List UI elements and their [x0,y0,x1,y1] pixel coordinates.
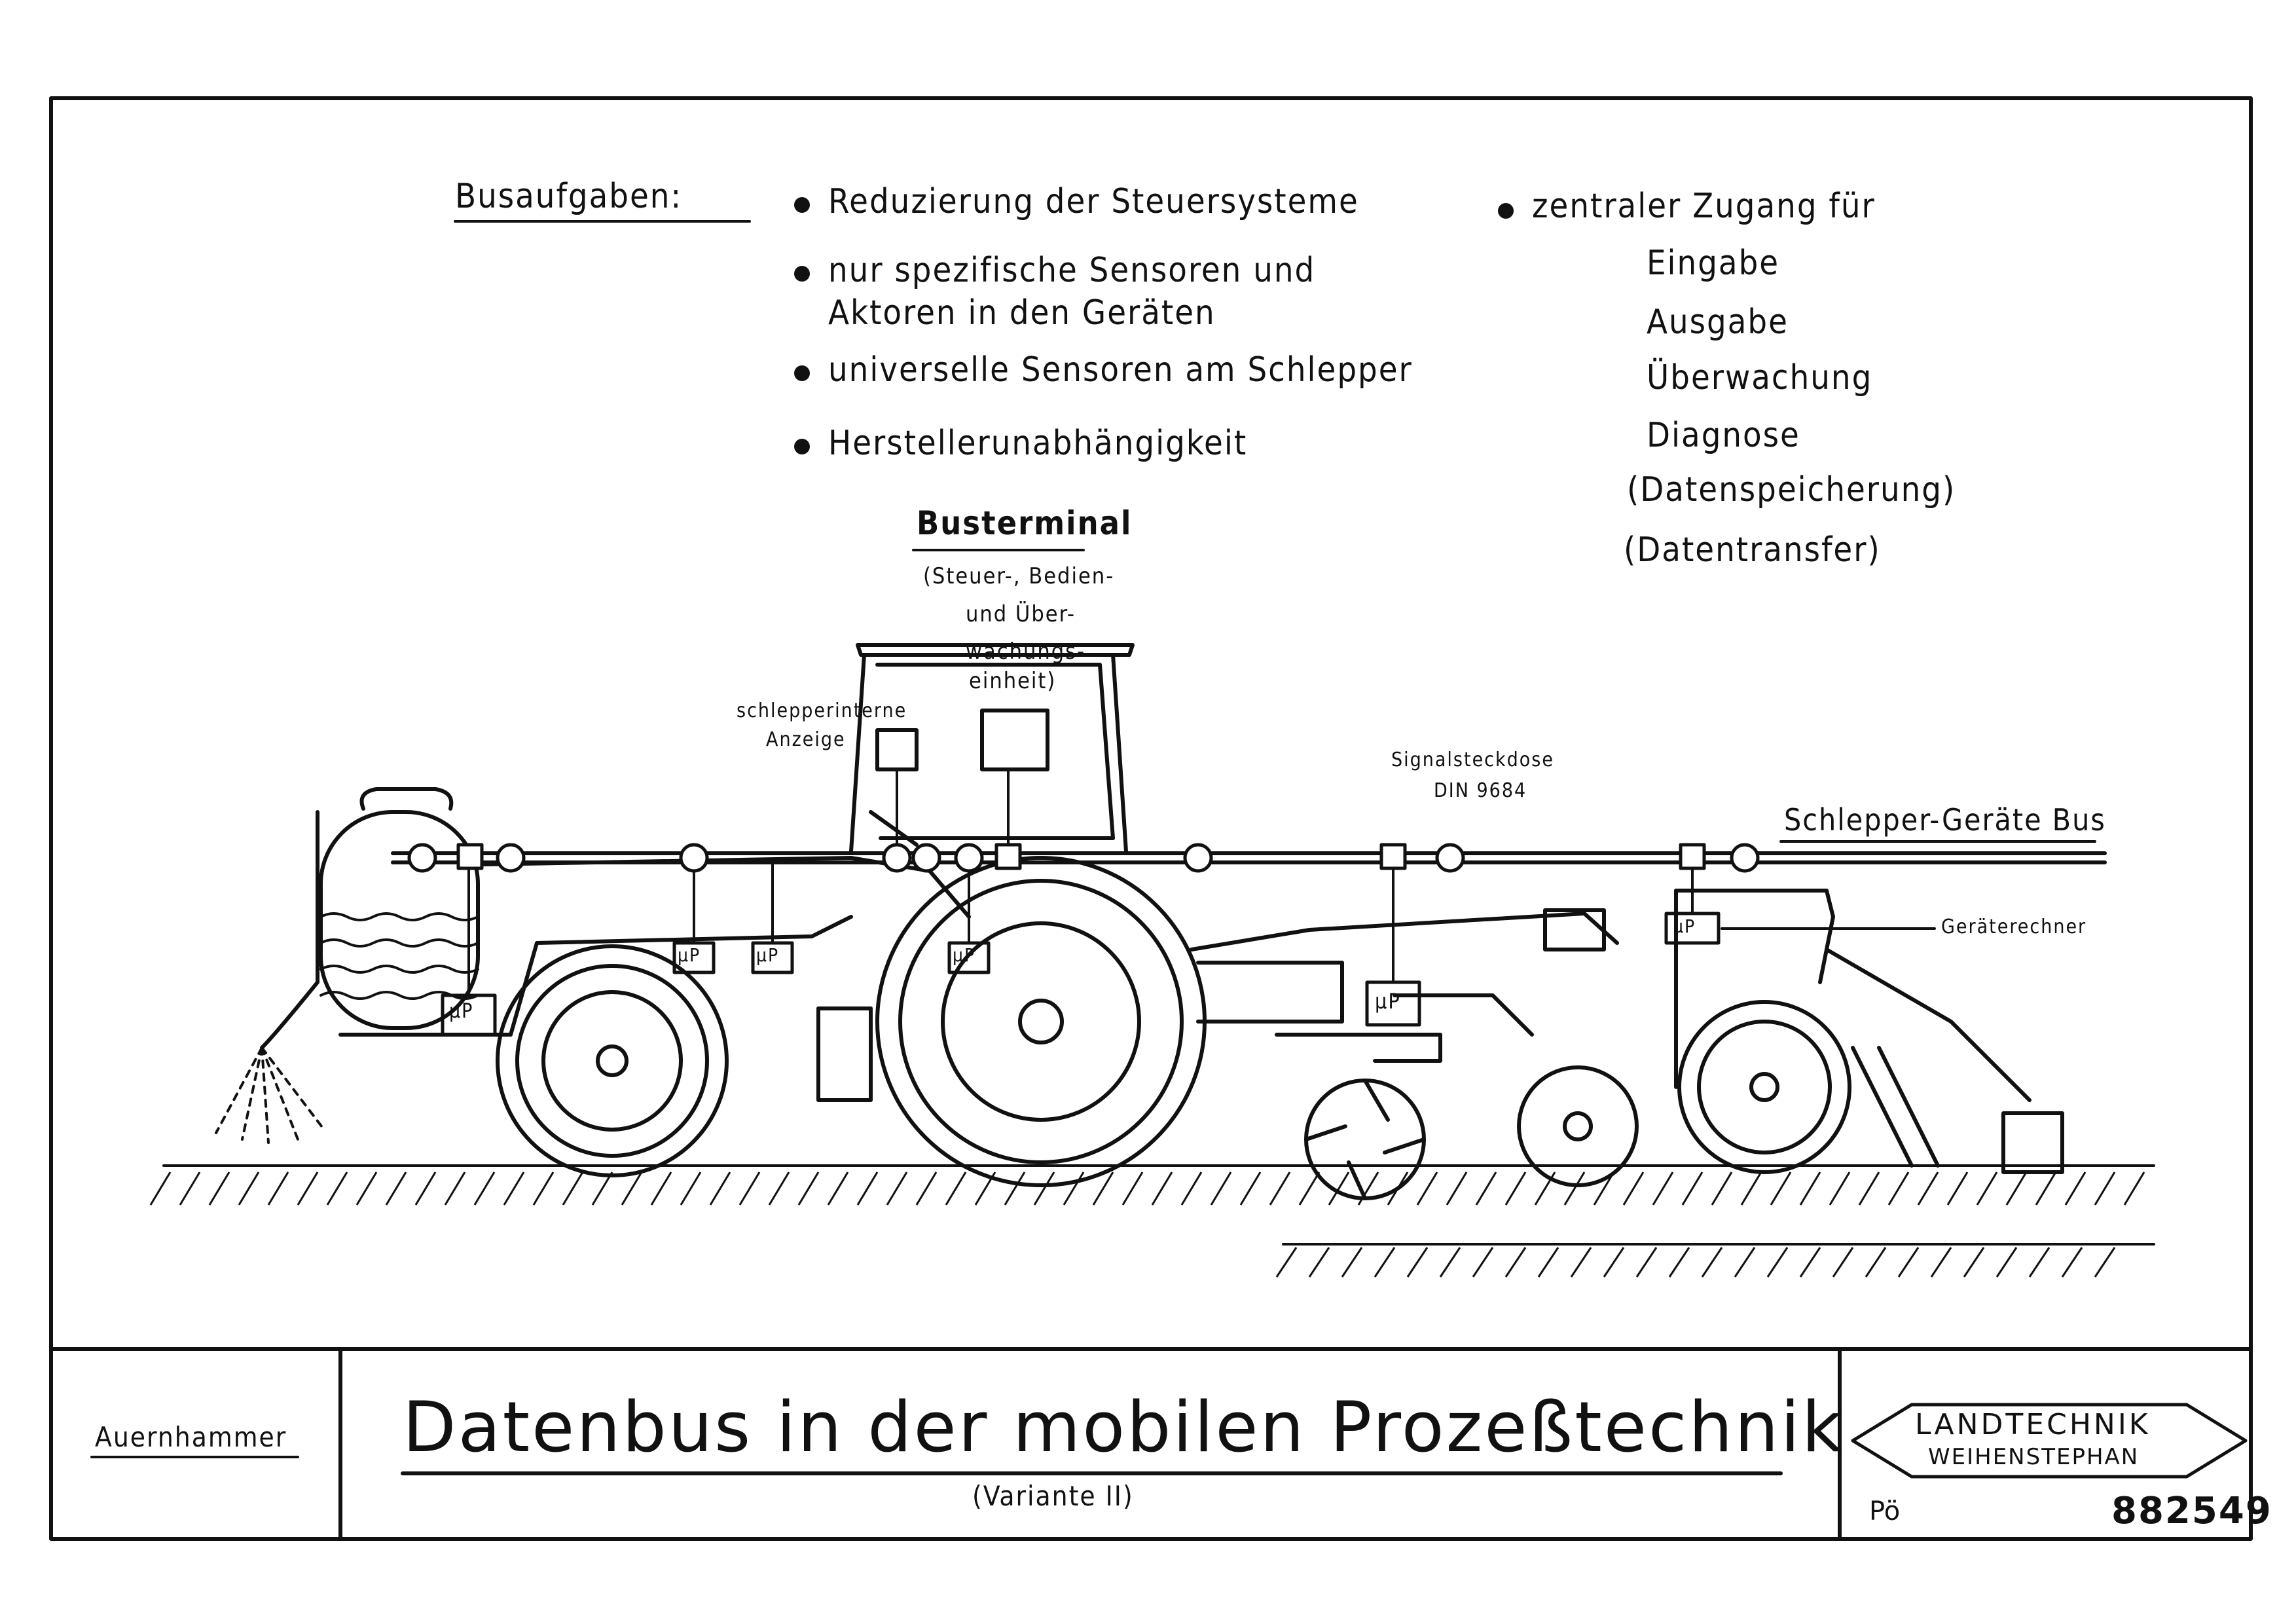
task-bullet-3: universelle Sensoren am Schlepper [828,350,1413,390]
busterminal-sub-3: wachungs- [966,638,1086,665]
mp-label: µP [678,944,701,966]
internal-display-label-1: schlepperinterne [737,699,907,722]
mp-label: µP [1375,989,1401,1014]
internal-display-label-2: Anzeige [766,728,846,751]
seeder [1674,889,2064,1174]
internal-display-shape [875,728,919,771]
task-bullet-2b: Aktoren in den Geräten [828,293,1216,333]
access-bullet: zentraler Zugang für [1532,187,1876,226]
access-item-ausgabe: Ausgabe [1647,303,1789,342]
busterminal-sub-4: einheit) [969,668,1057,694]
document-subtitle: (Variante II) [972,1480,1134,1512]
drawing-number: 882549 [2111,1490,2272,1532]
tractor-front-wheel [496,944,729,1177]
mp-label: µP [756,944,780,966]
signalsteckdose-label-1: Signalsteckdose [1391,748,1554,771]
busterminal-sub-1: (Steuer-, Bedien- [923,563,1115,589]
signalsteckdose-label-2: DIN 9684 [1434,779,1527,802]
mp-label: µP [449,1000,474,1023]
ground-hatch-marks [149,1172,2145,1278]
task-bullet-4: Herstellerunabhängigkeit [828,424,1248,463]
bus-label: Schlepper-Geräte Bus [1784,802,2106,838]
access-item-datenspeicherung: (Datenspeicherung) [1627,470,1956,509]
logo-line-1: LANDTECHNIK [1915,1408,2151,1441]
ground-hatching [162,1164,2155,1246]
access-item-eingabe: Eingabe [1647,244,1780,283]
access-item-ueberwachung: Überwachung [1647,358,1873,397]
bullet-dots [794,197,1514,454]
busterminal-label: Busterminal [917,504,1133,542]
geraeterechner-label: Geräterechner [1941,915,2087,938]
mp-label: µP [953,944,976,966]
document-title: Datenbus in der mobilen Prozeßtechnik [403,1387,1844,1467]
drawing-frame [49,96,2253,1541]
busaufgaben-heading: Busaufgaben: [455,177,683,216]
initials: Pö [1869,1496,1901,1526]
task-bullet-2: nur spezifische Sensoren und [828,251,1316,290]
bus-connectors [407,843,1760,873]
tractor-rear-wheel [875,856,1207,1187]
bus-drops [467,768,1694,997]
busterminal-shape [980,709,1049,771]
access-item-diagnose: Diagnose [1647,416,1800,455]
implement [1190,908,1639,1200]
author-name: Auernhammer [95,1421,287,1453]
mp-label: µP [1673,915,1696,937]
task-bullet-1: Reduzierung der Steuersysteme [828,182,1359,221]
sprayer-tank [215,787,480,1144]
logo-line-2: WEIHENSTEPHAN [1928,1444,2140,1470]
busterminal-sub-2: und Über- [966,601,1076,627]
access-item-datentransfer: (Datentransfer) [1624,530,1881,570]
logo-shape [1851,1403,2248,1479]
